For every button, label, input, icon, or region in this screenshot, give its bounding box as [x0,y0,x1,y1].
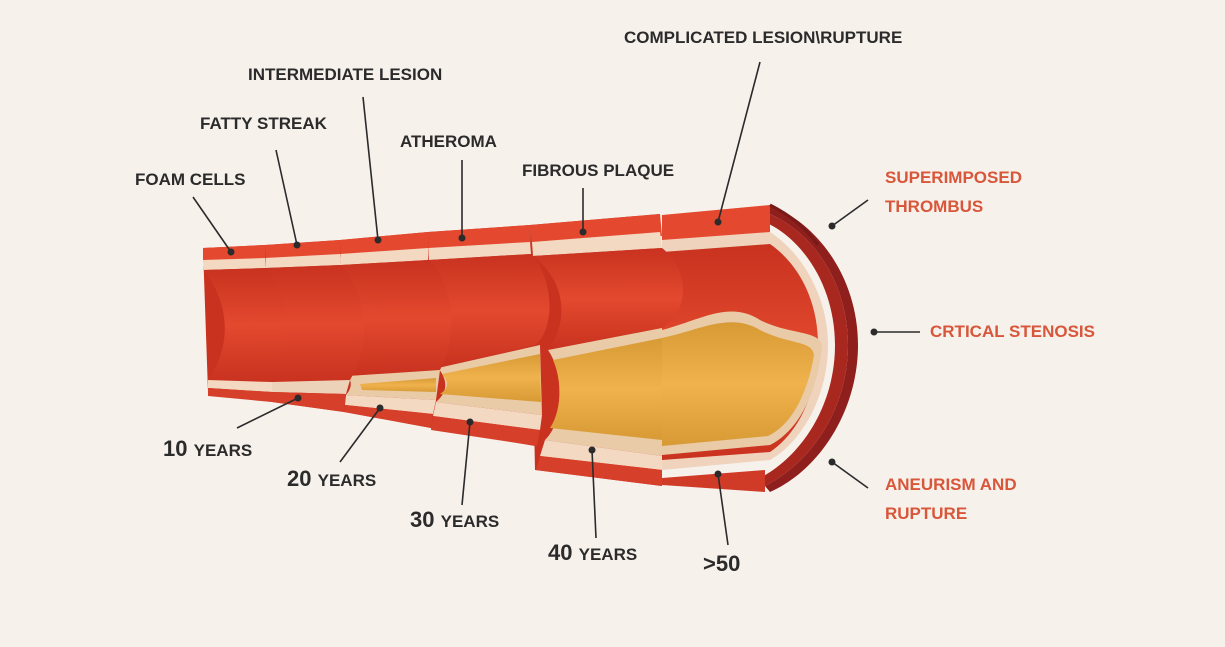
age-over-50: >50 [703,551,740,577]
age-number: 20 [287,466,311,491]
segment-fibrous [530,214,683,486]
age-20-years: 20 YEARS [287,466,376,492]
age-number: 30 [410,507,434,532]
age-number: 10 [163,436,187,461]
aneurism-line-1: ANEURISM AND [885,470,1017,499]
label-aneurism-rupture: ANEURISM AND RUPTURE [885,470,1017,528]
label-fatty-streak: FATTY STREAK [200,114,327,134]
label-atheroma: ATHEROMA [400,132,497,152]
label-intermediate-lesion: INTERMEDIATE LESION [248,65,442,85]
age-10-years: 10 YEARS [163,436,252,462]
segment-complicated [662,205,858,492]
age-unit: YEARS [318,471,377,490]
label-foam-cells: FOAM CELLS [135,170,246,190]
age-unit: YEARS [194,441,253,460]
thrombus-line-2: THROMBUS [885,192,1022,221]
label-superimposed-thrombus: SUPERIMPOSED THROMBUS [885,163,1022,221]
thrombus-line-1: SUPERIMPOSED [885,163,1022,192]
age-40-years: 40 YEARS [548,540,637,566]
age-30-years: 30 YEARS [410,507,499,533]
age-unit: YEARS [579,545,638,564]
age-number: 40 [548,540,572,565]
age-number: >50 [703,551,740,576]
label-complicated-lesion: COMPLICATED LESION\RUPTURE [624,28,902,48]
aneurism-line-2: RUPTURE [885,499,1017,528]
age-unit: YEARS [441,512,500,531]
label-fibrous-plaque: FIBROUS PLAQUE [522,161,674,181]
label-critical-stenosis: CRTICAL STENOSIS [930,317,1095,346]
